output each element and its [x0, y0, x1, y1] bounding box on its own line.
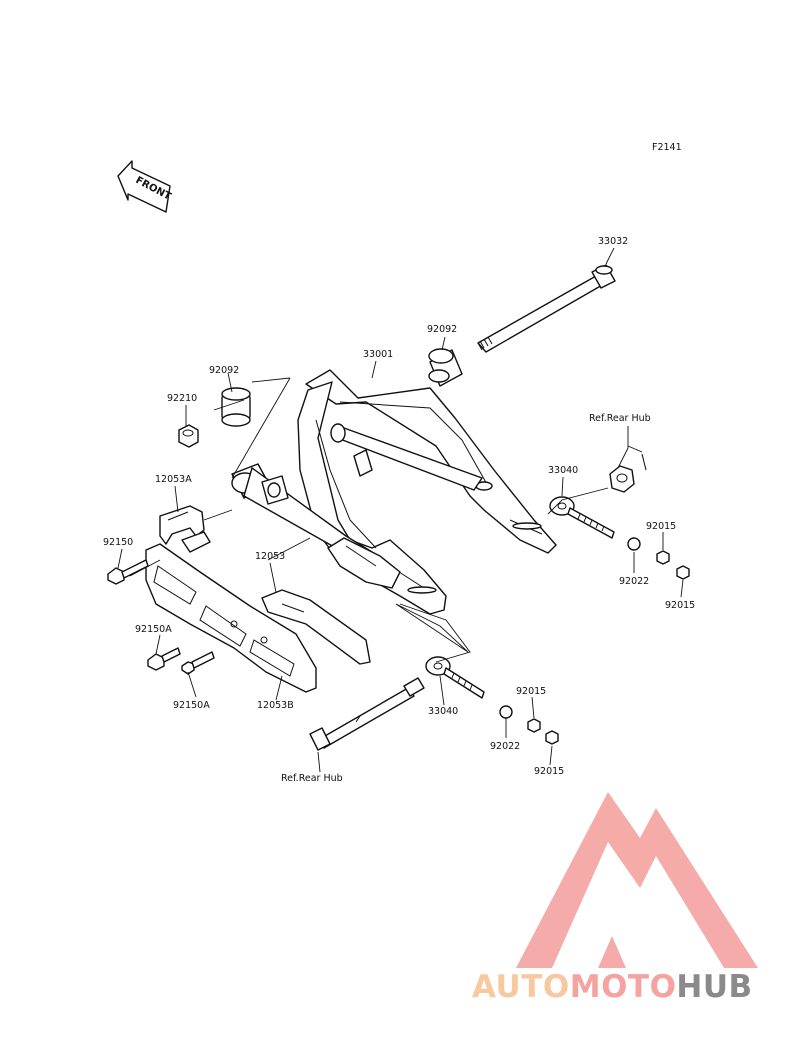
label-92015-left-upper: 92015 — [516, 686, 546, 697]
adjuster-left — [425, 656, 485, 699]
nut-left-lower — [545, 730, 559, 745]
logo-triangle — [516, 792, 758, 968]
label-92022-right: 92022 — [619, 576, 649, 587]
chain-guide-plate — [145, 543, 317, 693]
label-12053b: 12053B — [257, 700, 294, 711]
label-92092-right: 92092 — [427, 324, 457, 335]
label-33032: 33032 — [598, 236, 628, 247]
automotohub-logo — [516, 792, 758, 968]
front-arrow-icon: FRONT — [117, 160, 173, 213]
logo-text-hub: HUB — [676, 969, 752, 1005]
swingarm — [231, 369, 557, 615]
label-33040-right: 33040 — [548, 465, 578, 476]
label-12053: 12053 — [255, 551, 285, 562]
chain-guide-cover — [159, 505, 211, 553]
logo-text-auto: AUTO — [472, 969, 570, 1005]
label-92015-right-upper: 92015 — [646, 521, 676, 532]
label-33001: 33001 — [363, 349, 393, 360]
nut-left-upper — [527, 718, 541, 733]
bolt-92150 — [107, 559, 149, 585]
bolt-92150a-upper — [147, 647, 181, 671]
bushing-left — [221, 387, 251, 427]
chain-slider — [261, 589, 371, 665]
label-92210: 92210 — [167, 393, 197, 404]
label-92092-left: 92092 — [209, 365, 239, 376]
rear-hub-nut — [609, 453, 647, 493]
label-92015-right-lower: 92015 — [665, 600, 695, 611]
figure-code: F2141 — [652, 142, 682, 153]
label-ref-rear-hub-right: Ref.Rear Hub — [589, 413, 651, 424]
pivot-shaft — [477, 264, 616, 353]
rear-axle — [309, 677, 425, 751]
washer-left — [499, 705, 513, 719]
label-92150a-lower: 92150A — [173, 700, 210, 711]
label-12053a: 12053A — [155, 474, 192, 485]
nut-right-lower — [676, 565, 690, 580]
nut-right-upper — [656, 550, 670, 565]
label-92150: 92150 — [103, 537, 133, 548]
label-92015-left-lower: 92015 — [534, 766, 564, 777]
washer-right — [627, 537, 641, 551]
bushing-right — [428, 348, 463, 387]
bolt-92150a-lower — [181, 651, 215, 675]
label-ref-rear-hub-left: Ref.Rear Hub — [281, 773, 343, 784]
nut-pivot — [178, 424, 199, 448]
logo-text: AUTOMOTOHUB — [472, 969, 753, 1005]
label-92150a-upper: 92150A — [135, 624, 172, 635]
label-92022-left: 92022 — [490, 741, 520, 752]
logo-text-moto: MOTO — [570, 969, 677, 1005]
adjuster-right — [549, 496, 615, 539]
label-33040-left: 33040 — [428, 706, 458, 717]
